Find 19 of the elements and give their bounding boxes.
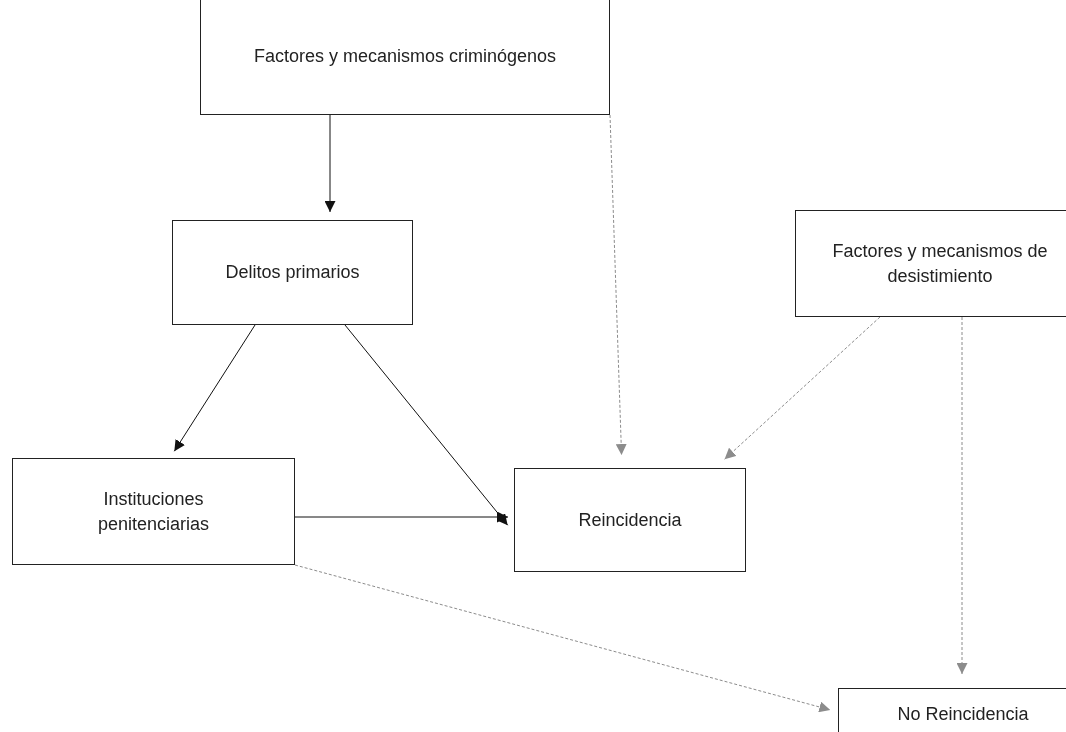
- box-label: Instituciones penitenciarias: [96, 488, 211, 536]
- process-box: [12, 458, 295, 565]
- process-box: [200, 0, 610, 115]
- box-label: No Reincidencia: [897, 702, 1029, 726]
- process-box: [172, 220, 413, 325]
- arrow: [609, 114, 627, 456]
- arrow: [173, 324, 256, 452]
- box-label: Delitos primarios: [225, 261, 360, 285]
- arrow: [344, 324, 509, 526]
- arrow: [294, 564, 831, 713]
- box-label: Factores y mecanismos de desistimiento: [831, 240, 1049, 288]
- box-label: Reincidencia: [578, 508, 682, 532]
- process-box: [514, 468, 746, 572]
- box-label: Factores y mecanismos criminógenos: [253, 45, 557, 69]
- arrow: [724, 316, 881, 460]
- process-box: [795, 210, 1066, 317]
- arrow: [324, 114, 336, 213]
- arrow: [294, 511, 509, 523]
- arrow: [956, 316, 968, 675]
